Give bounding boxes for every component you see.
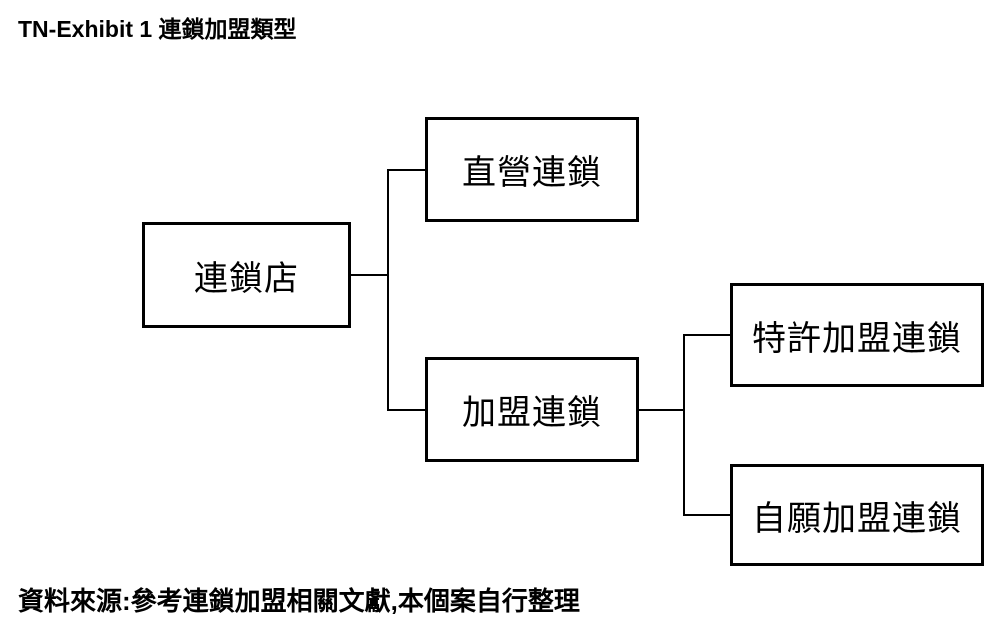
node-chain-store: 連鎖店 <box>142 222 351 328</box>
node-licensed-franchise-chain: 特許加盟連鎖 <box>730 283 984 387</box>
connector-to-licensed-franchise-chain <box>685 334 730 336</box>
connector-root-branch-vertical <box>387 169 389 411</box>
node-franchise-chain: 加盟連鎖 <box>425 357 639 462</box>
connector-franchise-stub <box>639 409 685 411</box>
connector-to-direct-chain <box>389 169 425 171</box>
node-direct-chain: 直營連鎖 <box>425 117 639 222</box>
connector-root-stub <box>351 274 389 276</box>
source-note: 資料來源:參考連鎖加盟相關文獻,本個案自行整理 <box>18 586 580 616</box>
connector-to-voluntary-franchise-chain <box>685 514 730 516</box>
connector-to-franchise-chain <box>389 409 425 411</box>
diagram-title: TN-Exhibit 1 連鎖加盟類型 <box>18 16 297 42</box>
connector-franchise-branch-vertical <box>683 334 685 516</box>
node-voluntary-franchise-chain: 自願加盟連鎖 <box>730 464 984 566</box>
